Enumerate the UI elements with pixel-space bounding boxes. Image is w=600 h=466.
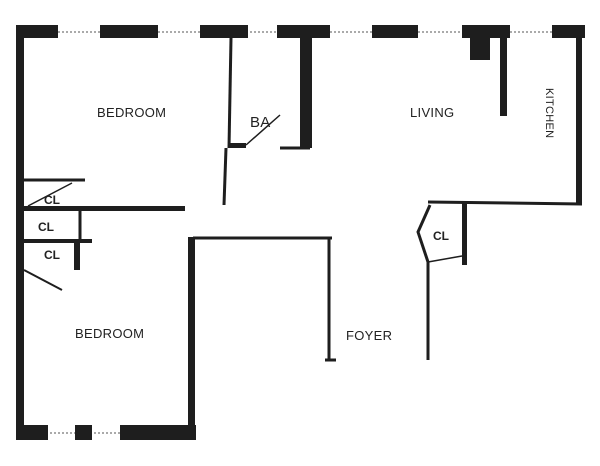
chimney-block <box>470 38 490 60</box>
label-closet-4: CL <box>433 229 449 243</box>
kitchen-partition <box>500 38 507 116</box>
wall-segment <box>18 25 58 38</box>
closet-side-wall <box>74 243 80 270</box>
top-wall <box>18 25 585 38</box>
right-wall <box>576 38 582 205</box>
bedroom-bath-wall <box>227 37 233 149</box>
label-closet-2: CL <box>38 220 54 234</box>
bath-door-swing <box>245 114 281 146</box>
left-wall <box>16 25 24 440</box>
bath-door-jamb <box>228 143 246 148</box>
label-living: LIVING <box>410 105 454 120</box>
wall-segment <box>462 25 510 38</box>
closet-door-swing <box>23 269 63 291</box>
label-kitchen: KITCHEN <box>543 88 555 138</box>
label-bedroom-top: BEDROOM <box>97 105 166 120</box>
wall-segment <box>277 25 330 38</box>
kitchen-bottom-wall <box>427 200 583 206</box>
bath-thick-wall <box>300 38 312 148</box>
label-foyer: FOYER <box>346 328 392 343</box>
wall-segment <box>18 425 48 440</box>
label-closet-1: CL <box>44 193 60 207</box>
label-closet-3: CL <box>44 248 60 262</box>
wall-segment <box>75 425 92 440</box>
label-bath: BA <box>250 114 271 131</box>
bottom-wall <box>18 425 196 440</box>
bedroom-wall-lower <box>222 147 228 206</box>
wall-segment <box>552 25 585 38</box>
bedroom-bottom-wall <box>22 206 185 211</box>
closet-door-swing <box>27 182 73 207</box>
wall-segment <box>100 25 158 38</box>
wall-segment <box>120 425 196 440</box>
closet-wall <box>22 239 92 243</box>
closet-right-wall <box>462 203 467 265</box>
wall-segment <box>200 25 248 38</box>
wall-segment <box>372 25 418 38</box>
label-bedroom-bottom: BEDROOM <box>75 326 144 341</box>
bedroom-right-wall <box>188 237 195 440</box>
closet-left-wall <box>416 204 432 360</box>
closet-door-swing <box>427 255 463 263</box>
